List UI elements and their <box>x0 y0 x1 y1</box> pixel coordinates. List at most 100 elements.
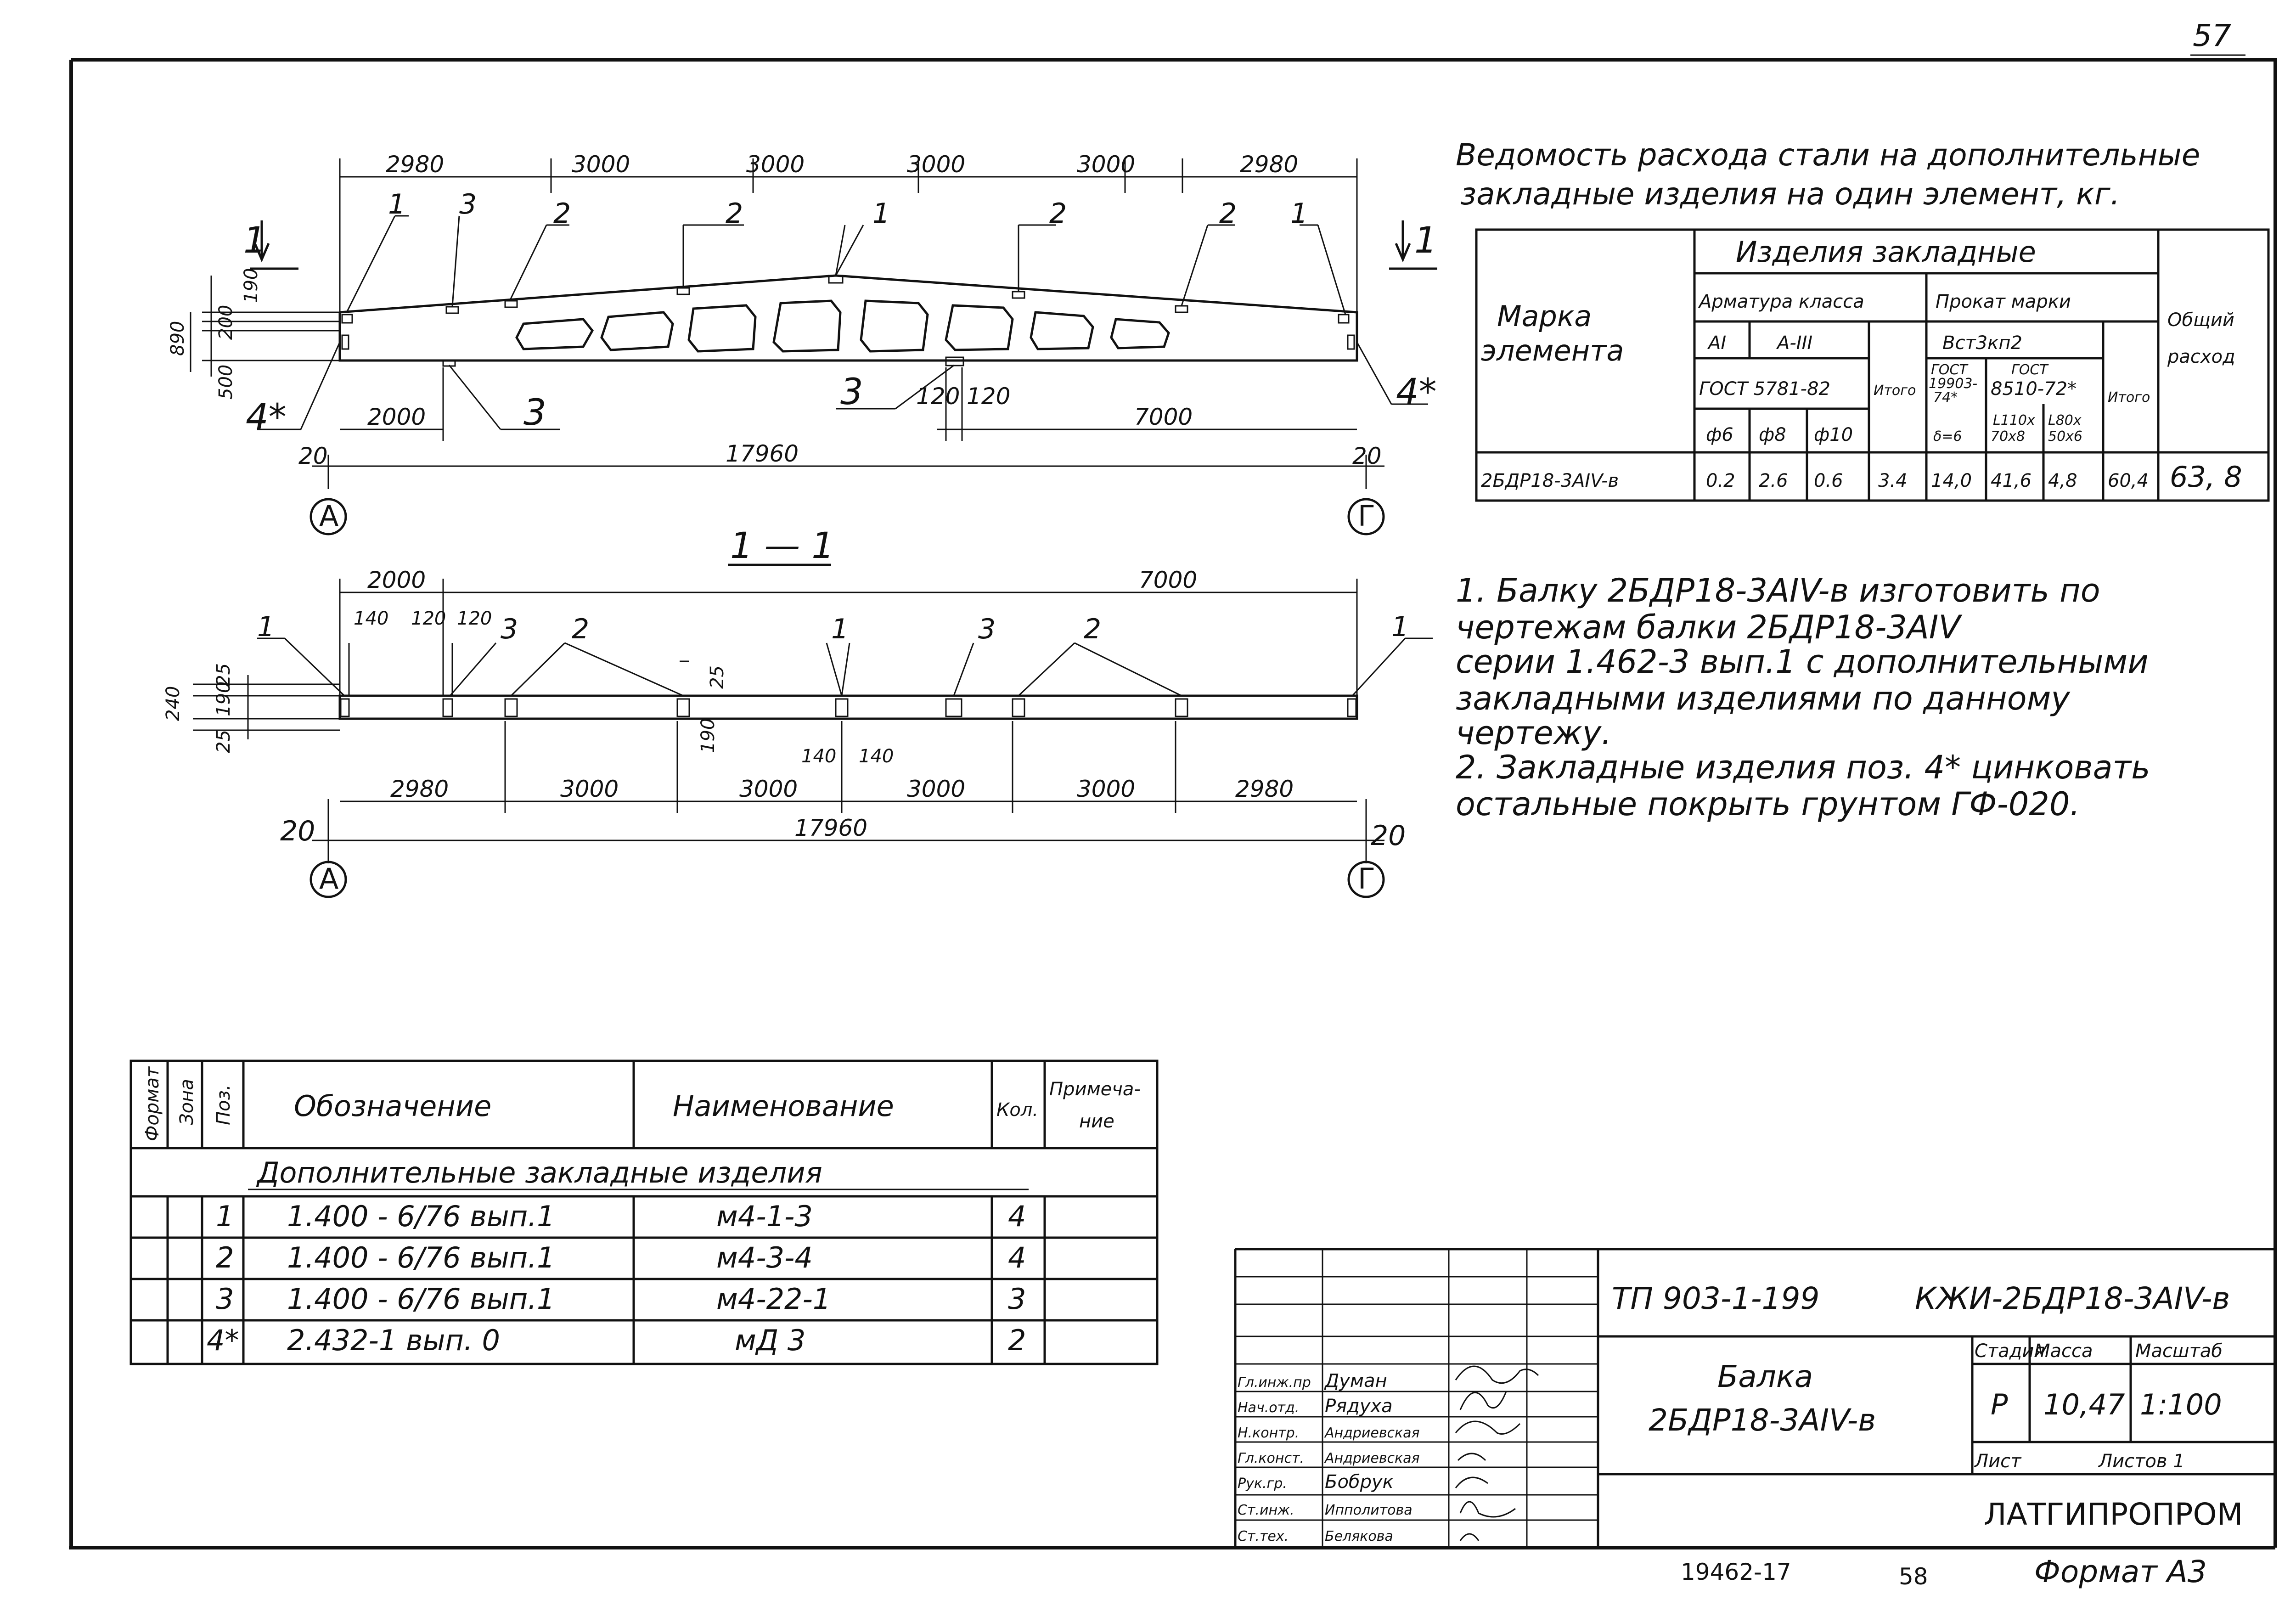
sub-gost1: ГОСТ 5781-82 <box>1699 378 1830 400</box>
elev-end-20-right: 20 <box>1352 443 1382 469</box>
spec-des-3: 1.400 - 6/76 вып.1 <box>287 1282 555 1316</box>
plan-bdim-4: 3000 <box>907 776 965 802</box>
footer-stamp: 19462-17 <box>1681 1559 1791 1585</box>
staff-name-2: Рядуха <box>1325 1396 1393 1417</box>
plan-bdim-6: 2980 <box>1235 776 1294 802</box>
staff-role-7: Ст.тех. <box>1238 1528 1289 1544</box>
spec-qty-4: 2 <box>1008 1324 1026 1357</box>
staff-role-1: Гл.инж.пр <box>1238 1375 1311 1391</box>
section-mark-left: 1 <box>243 220 266 261</box>
elev-dim-2000: 2000 <box>367 404 426 430</box>
staff-name-7: Белякова <box>1325 1528 1393 1544</box>
plan-dim-120a: 120 <box>411 608 446 629</box>
plan-dim-140c: 140 <box>859 746 894 767</box>
elev-callout-6: 2 <box>1049 197 1067 230</box>
plan-bdim-1: 2980 <box>390 776 449 802</box>
plan-total: 17960 <box>794 815 867 841</box>
elev-label-4star-right: 4* <box>1396 372 1437 413</box>
spec-h-format: Формат <box>142 1066 163 1141</box>
row-mark: 2БДР18-3АIV-в <box>1481 470 1619 491</box>
plan-h-240: 240 <box>163 686 184 721</box>
elev-axis-a: А <box>319 499 338 533</box>
itogo-2: Итого <box>2108 389 2150 406</box>
plan-callout-3a: 3 <box>501 613 518 645</box>
col-group: Изделия закладные <box>1736 235 2036 269</box>
spec-h-note-1: Примеча- <box>1049 1079 1141 1100</box>
prof-5: 50x6 <box>2048 428 2082 445</box>
row-v3: 0.6 <box>1814 470 1843 491</box>
elev-callout-2: 3 <box>459 188 477 220</box>
elev-label-4star-left: 4* <box>246 397 287 438</box>
note-line-7: остальные покрыть грунтом ГФ-020. <box>1456 785 2080 823</box>
plan-callout-1b: 1 <box>831 613 849 645</box>
note-line-5: чертежу. <box>1456 714 1611 752</box>
steel-title-2: закладные изделия на один элемент, кг. <box>1460 176 2120 212</box>
staff-role-2: Нач.отд. <box>1238 1400 1299 1416</box>
plan-axis-g: Г <box>1358 862 1375 896</box>
dia-10: ф10 <box>1814 424 1853 445</box>
note-line-3: серии 1.462-3 вып.1 с дополнительными <box>1456 643 2149 681</box>
staff-name-1: Думан <box>1324 1370 1387 1392</box>
elev-dim-6: 2980 <box>1240 151 1298 178</box>
axis-circle-a <box>310 498 347 535</box>
row-v6: 41,6 <box>1991 470 2032 491</box>
axis-circle-g <box>1347 498 1385 535</box>
elev-callout-3: 2 <box>553 197 571 230</box>
elev-dim-5: 3000 <box>1077 151 1135 178</box>
row-v7: 4,8 <box>2048 470 2077 491</box>
spec-name-2: м4-3-4 <box>716 1241 813 1274</box>
elev-dim-7000: 7000 <box>1134 404 1193 430</box>
plan-h-25b: 25 <box>213 730 234 753</box>
tb-org: ЛАТГИПРОПРОМ <box>1984 1497 2243 1532</box>
plan-dim-25: 25 <box>707 665 728 689</box>
elev-total: 17960 <box>726 440 799 467</box>
spec-name-1: м4-1-3 <box>716 1200 813 1233</box>
spec-pos-3: 3 <box>216 1282 234 1316</box>
note-line-2: чертежам балки 2БДР18-3АIV <box>1456 608 1962 646</box>
staff-name-5: Бобрук <box>1325 1471 1394 1493</box>
row-v8: 60,4 <box>2108 470 2149 491</box>
plan-axis-a: А <box>319 862 338 896</box>
elev-end-20-left: 20 <box>298 443 328 469</box>
spec-pos-1: 1 <box>216 1200 234 1233</box>
col-total-1: Общий <box>2167 310 2234 331</box>
sub-gost2a-1: ГОСТ <box>1931 362 1969 378</box>
col-total-2: расход <box>2167 346 2235 367</box>
elev-callout-8: 1 <box>1290 197 1308 230</box>
prof-1: δ=6 <box>1933 428 1962 445</box>
elev-axis-g: Г <box>1358 499 1375 533</box>
elev-h-500: 500 <box>215 365 236 400</box>
sub-gost2b-1: ГОСТ <box>2011 362 2049 378</box>
plan-bdim-3: 3000 <box>739 776 798 802</box>
spec-des-2: 1.400 - 6/76 вып.1 <box>287 1241 555 1274</box>
spec-name-4: мД 3 <box>735 1324 805 1357</box>
spec-pos-4: 4* <box>207 1324 239 1357</box>
elev-dim-3: 3000 <box>746 151 805 178</box>
plan-dim-140: 140 <box>354 608 388 629</box>
plan-dim-2000: 2000 <box>367 567 426 593</box>
note-line-4: закладными изделиями по данному <box>1456 680 2071 717</box>
row-v4: 3.4 <box>1878 470 1908 491</box>
beam-section-plan: 1 — 1 2000 7000 140 120 120 25 140 <box>163 525 1433 898</box>
elev-dim-1: 2980 <box>386 151 444 178</box>
plan-dim-190: 190 <box>698 718 719 753</box>
staff-name-4: Андриевская <box>1324 1450 1420 1466</box>
beam-openings <box>515 299 1170 353</box>
spec-table: Формат Зона Поз. Обозначение Наименовани… <box>129 1059 1159 1365</box>
row-v1: 0.2 <box>1706 470 1735 491</box>
plan-end-20-right: 20 <box>1371 820 1406 852</box>
row-v5: 14,0 <box>1931 470 1972 491</box>
staff-role-5: Рук.гр. <box>1238 1476 1287 1492</box>
tb-sheet-label: Лист <box>1974 1451 2022 1472</box>
spec-qty-3: 3 <box>1008 1282 1026 1316</box>
note-line-6: 2. Закладные изделия поз. 4* цинковать <box>1456 749 2150 786</box>
plan-callout-1a: 1 <box>257 611 275 643</box>
staff-role-4: Гл.конст. <box>1238 1450 1304 1466</box>
col-mark-2: элемента <box>1481 334 1624 367</box>
elev-h-190: 190 <box>241 268 262 303</box>
section-mark-right: 1 <box>1414 220 1437 261</box>
tb-scale-label: Масштаб <box>2135 1341 2223 1362</box>
plan-axis-circle-g <box>1347 861 1385 898</box>
note-line-1: 1. Балку 2БДР18-3АIV-в изготовить по <box>1456 572 2100 609</box>
